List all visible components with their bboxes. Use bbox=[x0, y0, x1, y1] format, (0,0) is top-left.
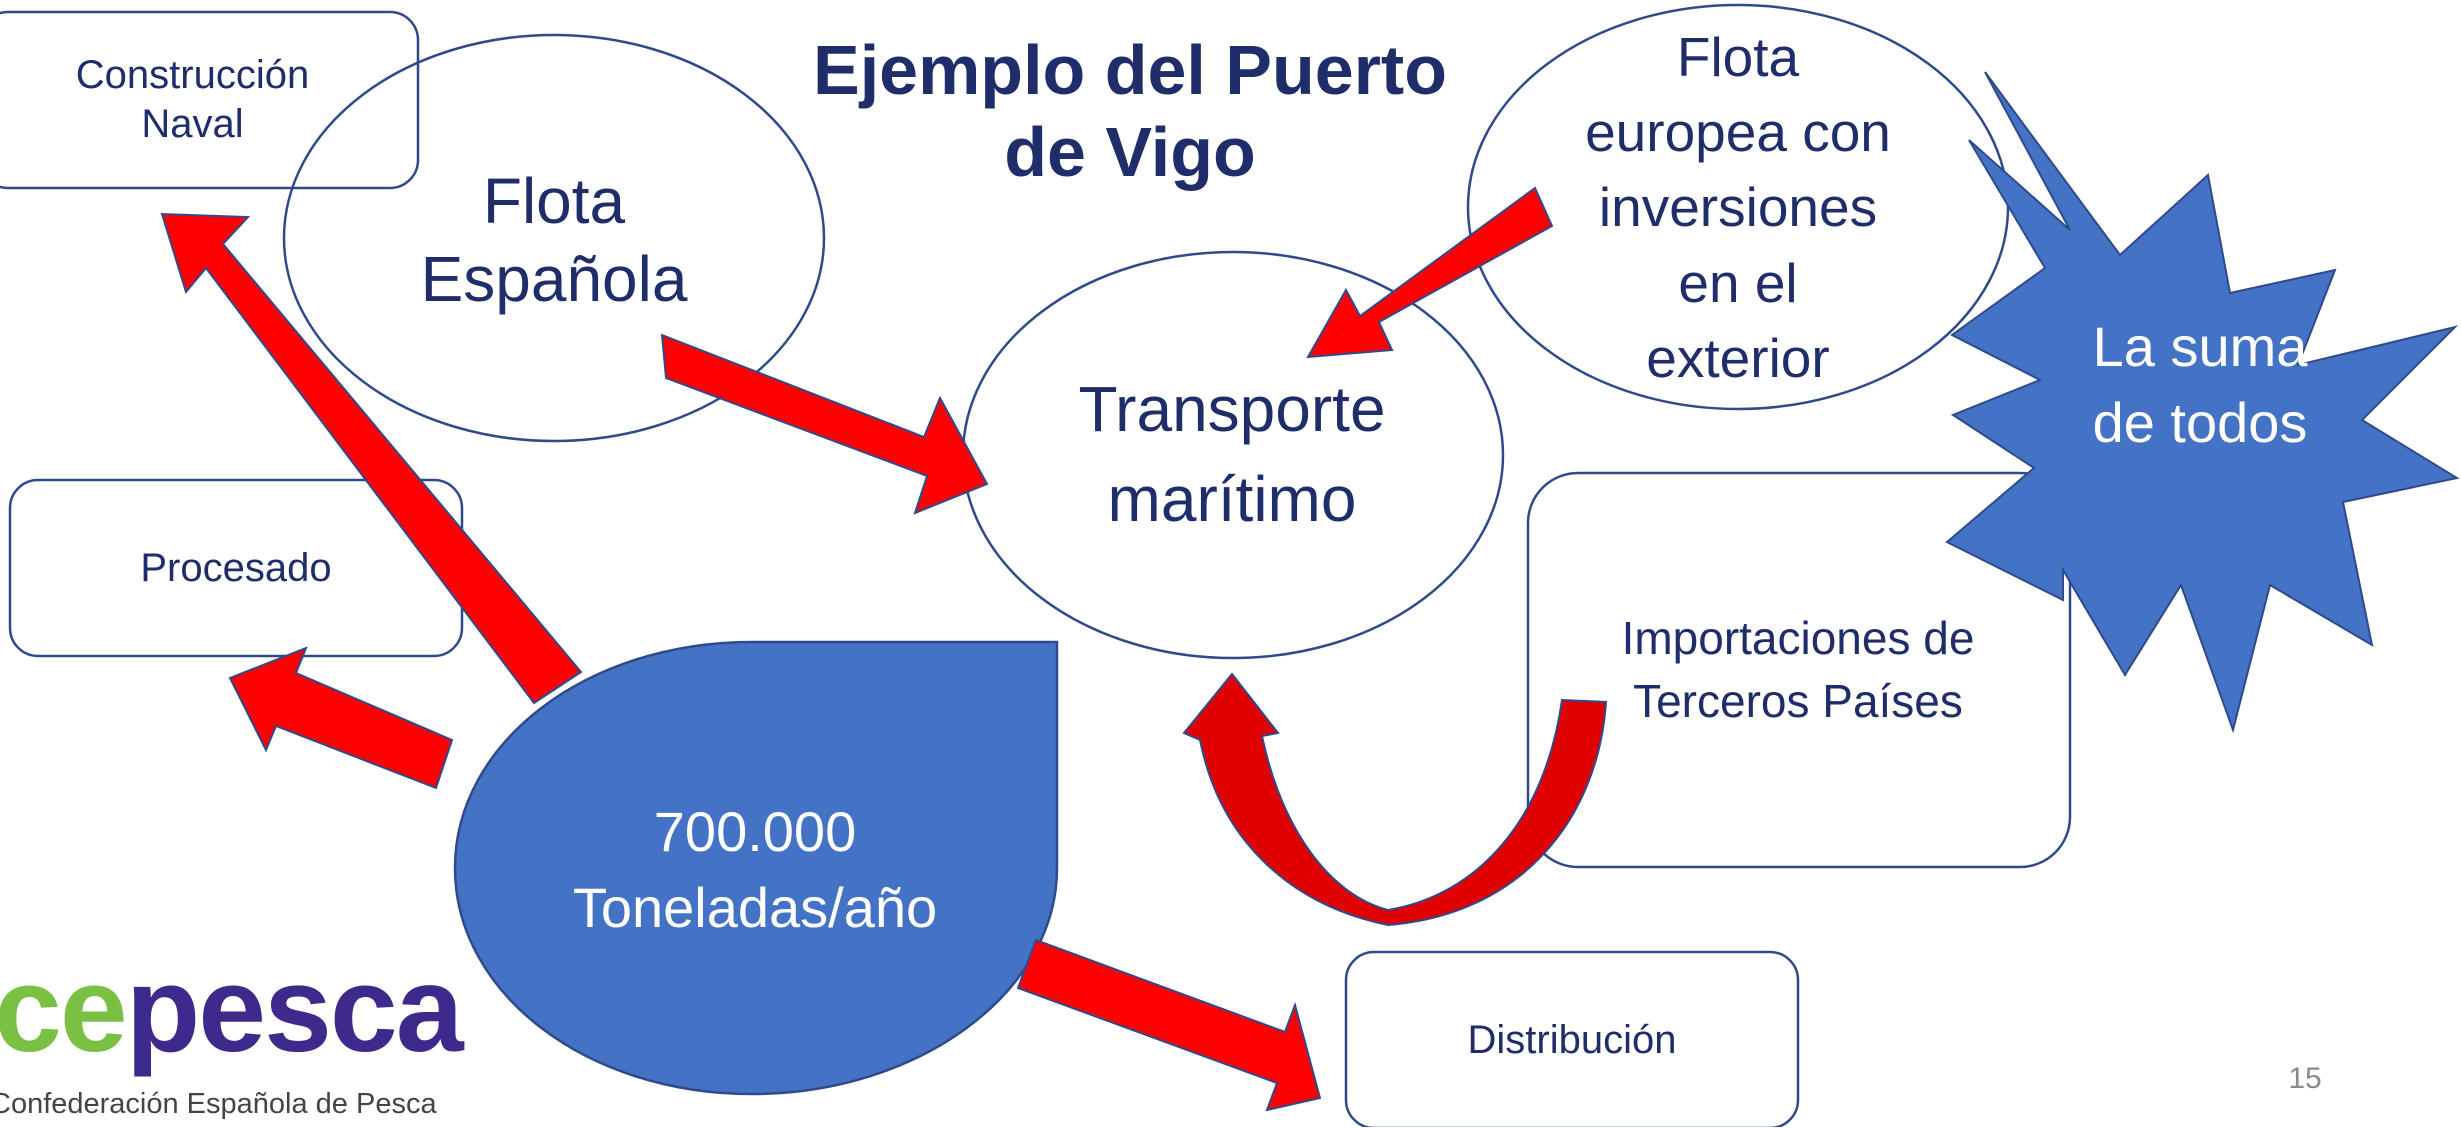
toneladas-teardrop bbox=[453, 640, 1059, 1096]
construccion-naval-label: Construcción Naval bbox=[75, 53, 310, 146]
logo-subtitle: Confederación Española de Pesca bbox=[0, 1088, 437, 1120]
arrow-flota-to-transporte-body bbox=[660, 333, 989, 515]
slide-title: Ejemplo del Puerto de Vigo bbox=[813, 31, 1447, 191]
flota-espanola-ellipse bbox=[282, 33, 826, 443]
cepesca-logo: cepesca bbox=[0, 948, 464, 1070]
flota-espanola-label: Flota Española bbox=[420, 164, 688, 315]
flota-europea-label: Flota europea con inversiones en el exte… bbox=[1585, 25, 1891, 390]
importaciones-label: Importaciones de Terceros Países bbox=[1621, 612, 1975, 727]
page-number: 15 bbox=[2288, 1062, 2322, 1095]
arrow-toneladas-to-construccion bbox=[160, 212, 583, 705]
logo-name-part1: ce bbox=[0, 941, 128, 1077]
arrow-toneladas-to-procesado bbox=[228, 646, 454, 790]
distribucion-label: Distribución bbox=[1467, 1017, 1677, 1062]
arrow-toneladas-to-distribucion bbox=[1016, 938, 1322, 1112]
toneladas-label: 700.000 Toneladas/año bbox=[572, 799, 938, 939]
logo-name-part2: pesca bbox=[125, 941, 464, 1077]
arrow-europea-to-transporte bbox=[1306, 186, 1554, 359]
distribucion-box bbox=[1344, 950, 1800, 1127]
transporte-maritimo-label: Transporte marítimo bbox=[1078, 373, 1386, 535]
curved-arrow-importaciones-to-transporte bbox=[1182, 672, 1608, 927]
la-suma-star bbox=[1945, 71, 2460, 734]
importaciones-box bbox=[1526, 471, 2072, 869]
la-suma-label: La suma de todos bbox=[2092, 314, 2308, 454]
procesado-label: Procesado bbox=[140, 545, 332, 590]
